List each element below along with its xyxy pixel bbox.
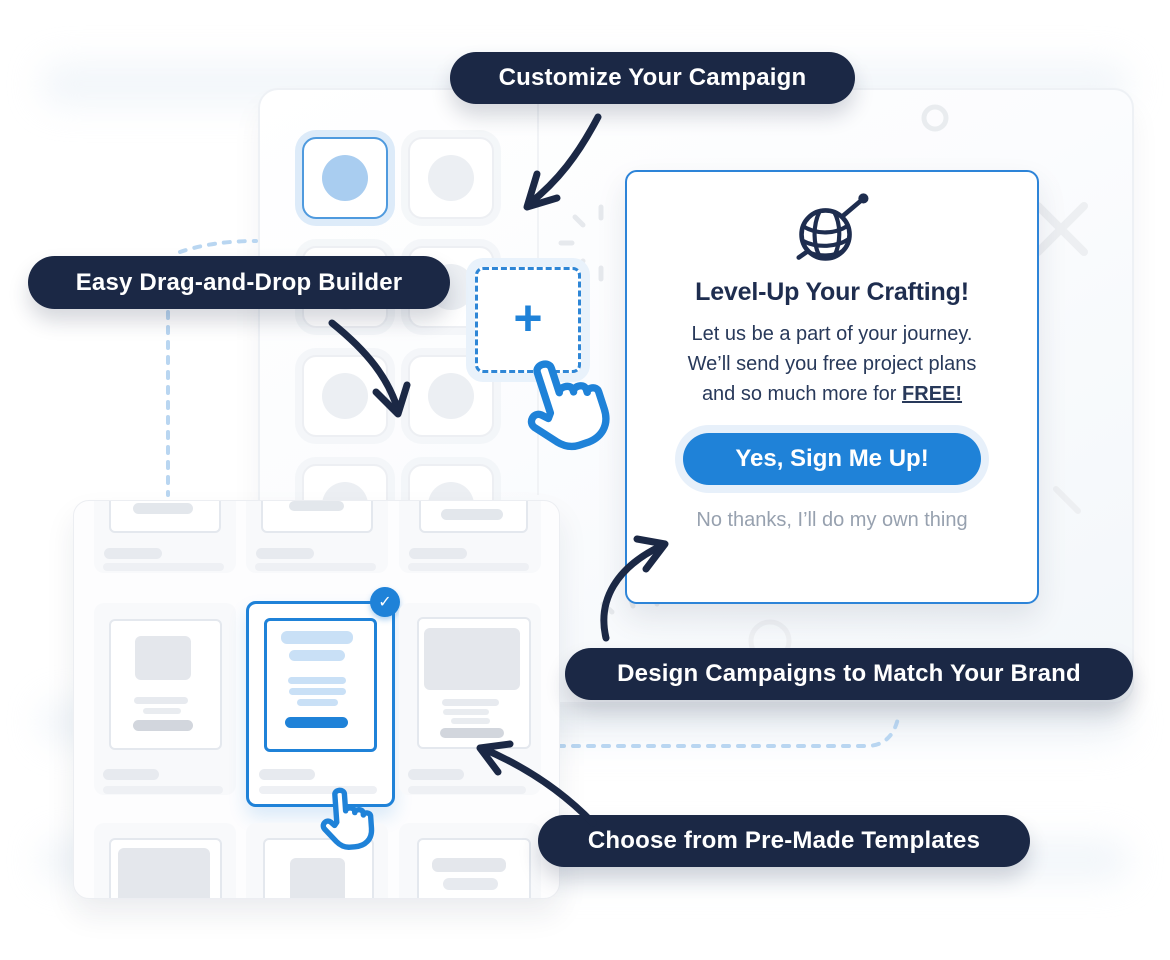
signup-modal: Level-Up Your Crafting! Let us be a part… xyxy=(625,170,1039,604)
wireframe-line xyxy=(289,688,346,695)
wireframe-line xyxy=(256,548,314,559)
wireframe-line xyxy=(281,631,353,644)
body-line: and so much more for xyxy=(701,383,903,405)
callout-label: Choose from Pre-Made Templates xyxy=(587,827,981,854)
wireframe-line xyxy=(103,563,224,571)
wireframe-line xyxy=(409,548,467,559)
template-picker: ✓ xyxy=(73,500,560,899)
wireframe-line xyxy=(443,878,498,890)
selected-check-badge: ✓ xyxy=(370,587,400,617)
wireframe-line xyxy=(103,786,223,794)
yarn-ball-icon xyxy=(796,193,869,261)
dismiss-link[interactable]: No thanks, I’ll do my own thing xyxy=(696,509,968,531)
block-circle xyxy=(428,373,474,419)
cta-label: Yes, Sign Me Up! xyxy=(735,445,929,472)
callout-label: Design Campaigns to Match Your Brand xyxy=(617,660,1081,687)
block-circle xyxy=(428,155,474,201)
wireframe-button xyxy=(133,720,193,731)
callout-label: Customize Your Campaign xyxy=(498,64,807,91)
callout-label: Easy Drag-and-Drop Builder xyxy=(75,268,403,296)
builder-block[interactable] xyxy=(302,355,388,437)
wireframe-line xyxy=(103,769,159,780)
callout-customize-campaign: Customize Your Campaign xyxy=(450,52,855,104)
body-line: Let us be a part of your journey. xyxy=(691,323,973,345)
block-circle xyxy=(322,373,368,419)
wireframe-image xyxy=(290,858,345,898)
wireframe-line xyxy=(134,697,188,704)
wireframe-line xyxy=(432,858,506,872)
modal-body: Let us be a part of your journey. We’ll … xyxy=(688,319,977,409)
wireframe-line xyxy=(297,699,338,706)
wireframe-line xyxy=(255,563,376,571)
signup-cta-button[interactable]: Yes, Sign Me Up! xyxy=(683,433,981,485)
wireframe-line xyxy=(408,769,464,780)
wireframe-line xyxy=(442,699,499,706)
wireframe-line xyxy=(451,718,490,724)
wireframe-line xyxy=(259,769,315,780)
wireframe-line xyxy=(408,786,526,794)
check-icon: ✓ xyxy=(378,594,392,611)
modal-title: Level-Up Your Crafting! xyxy=(695,278,969,306)
callout-design-campaigns: Design Campaigns to Match Your Brand xyxy=(565,648,1133,700)
wireframe-line xyxy=(288,677,346,684)
builder-block[interactable] xyxy=(408,137,494,219)
add-block-dropzone[interactable]: + xyxy=(475,267,581,373)
wireframe-line xyxy=(441,509,503,520)
wireframe-button xyxy=(440,728,504,738)
wireframe-line xyxy=(133,503,193,514)
wireframe-line xyxy=(289,650,345,661)
wireframe-line xyxy=(289,501,344,511)
wireframe-line xyxy=(104,548,162,559)
free-emphasis: FREE! xyxy=(902,383,963,405)
body-line: We’ll send you free project plans xyxy=(687,353,977,375)
plus-icon: + xyxy=(513,290,543,346)
wireframe-image xyxy=(424,628,520,690)
wireframe-line xyxy=(443,709,489,715)
builder-block-selected[interactable] xyxy=(302,137,388,219)
wireframe-button xyxy=(285,717,348,728)
wireframe-image xyxy=(118,848,210,898)
wireframe-line xyxy=(259,786,377,794)
callout-drag-drop-builder: Easy Drag-and-Drop Builder xyxy=(28,256,450,309)
block-circle xyxy=(322,155,368,201)
wireframe-line xyxy=(408,563,529,571)
wireframe-line xyxy=(143,708,181,714)
callout-premade-templates: Choose from Pre-Made Templates xyxy=(538,815,1030,867)
wireframe-image xyxy=(135,636,191,680)
